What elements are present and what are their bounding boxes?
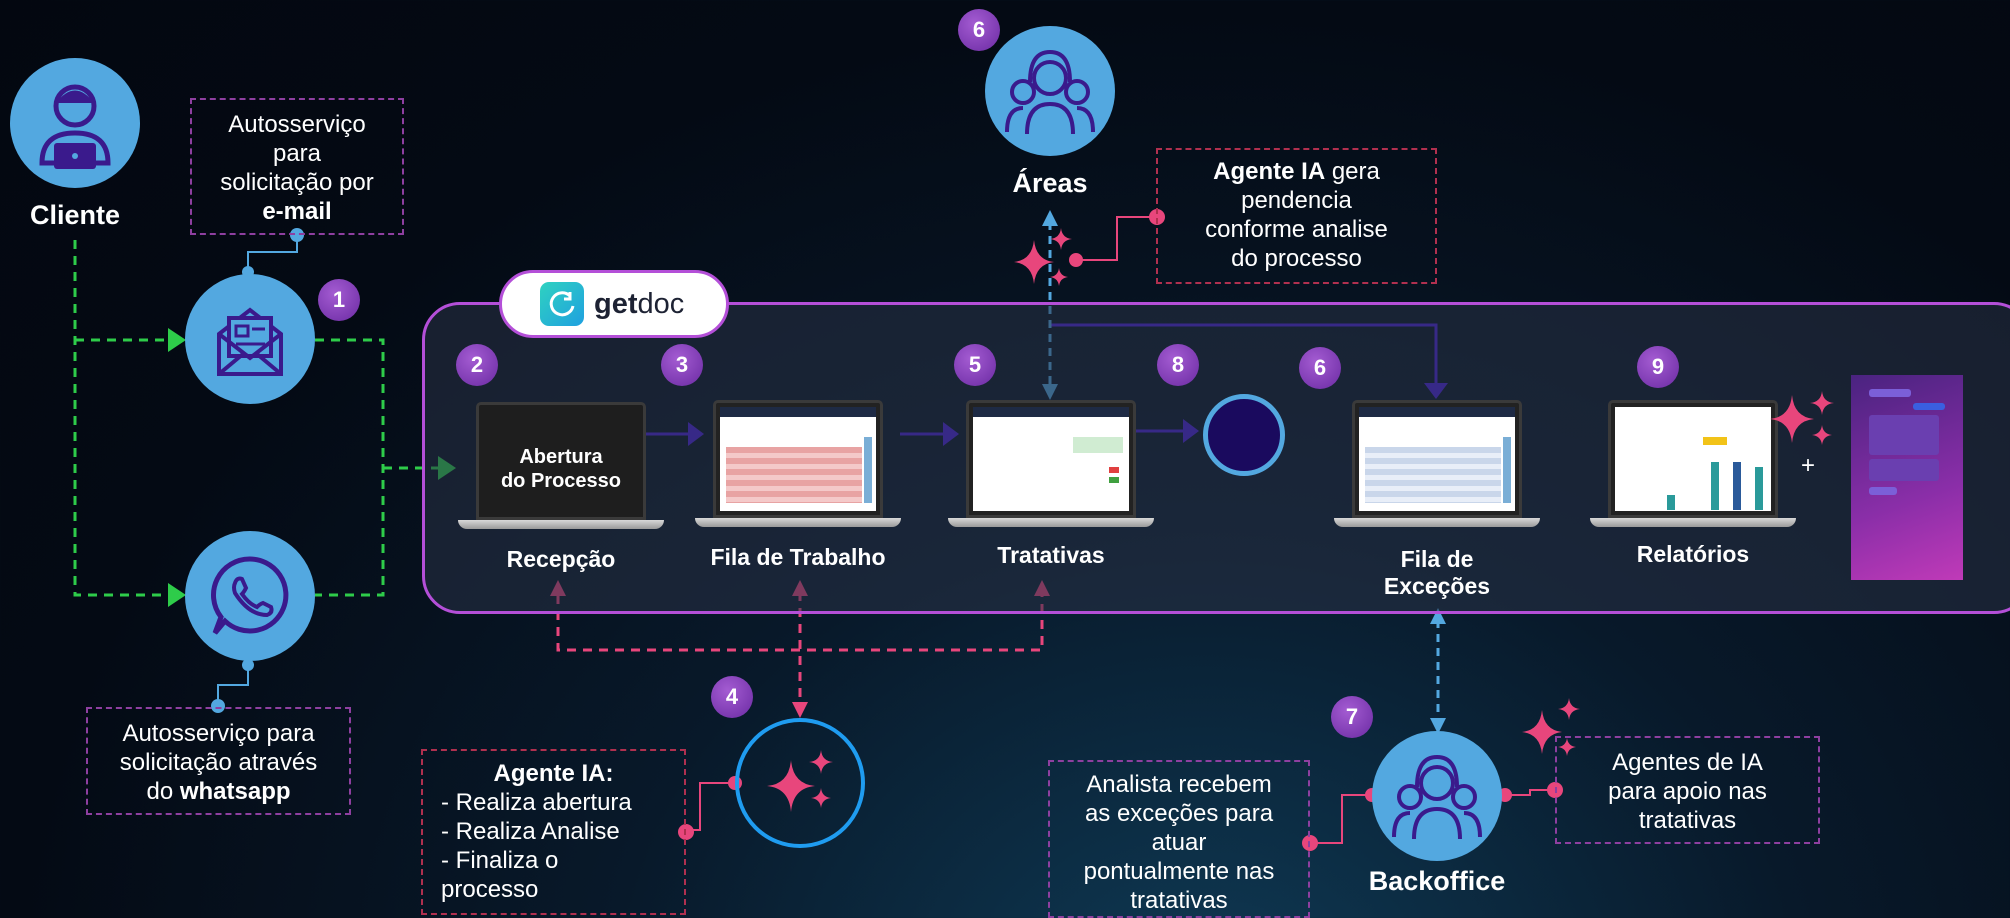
analista-line3: atuar	[1151, 829, 1207, 856]
analista-line1: Analista recebem	[1086, 771, 1272, 798]
agent-ia-note: Agente IA: - Realiza abertura - Realiza …	[421, 749, 686, 915]
step-badge-9: 9	[1637, 346, 1679, 388]
agent-ia-line4: processo	[441, 876, 539, 903]
whatsapp-note: Autosserviço para solicitação através do…	[86, 707, 351, 815]
client-avatar	[10, 58, 140, 188]
laptop-fila-excecoes	[1334, 400, 1540, 528]
whatsapp-note-line2: solicitação através	[119, 749, 318, 776]
analista-line4: pontualmente nas	[1083, 858, 1275, 885]
getdoc-brand: getdoc	[594, 287, 685, 320]
relatorios-screen	[1608, 400, 1778, 518]
analista-line2: as exceções para	[1084, 800, 1274, 827]
step-8-node	[1203, 394, 1285, 476]
fila-excecoes-screen	[1352, 400, 1522, 518]
agent-ia-line3: - Finaliza o	[441, 847, 559, 874]
analista-line5: tratativas	[1130, 887, 1228, 914]
areas-avatar	[985, 26, 1115, 156]
sparkle-icon	[1770, 391, 1834, 445]
agentes-note: Agentes de IA para apoio nas tratativas	[1555, 736, 1820, 844]
step-badge-5: 5	[954, 344, 996, 386]
whatsapp-channel	[185, 531, 315, 661]
people-group-icon	[1392, 754, 1482, 840]
step-badge-1: 1	[318, 279, 360, 321]
person-laptop-icon	[39, 84, 111, 169]
laptop-base	[1590, 518, 1796, 527]
abertura-screen: Abertura do Processo	[476, 402, 646, 520]
step-badge-6a: 6	[958, 9, 1000, 51]
green-flow-lines	[73, 240, 440, 597]
sparkle-icon	[1522, 698, 1580, 756]
areas-label: Áreas	[1012, 168, 1088, 198]
stage-fila-trabalho-label: Fila de Trabalho	[710, 544, 886, 570]
fila-trabalho-screen	[713, 400, 883, 518]
stage-tratativas-label: Tratativas	[997, 542, 1105, 568]
agent-pendencia-line4: do processo	[1231, 245, 1362, 272]
laptop-base	[948, 518, 1154, 527]
agent-ia-title: Agente IA:	[493, 760, 614, 787]
client-label: Cliente	[29, 200, 121, 230]
laptop-tratativas	[948, 400, 1154, 528]
whatsapp-note-line1: Autosserviço para	[122, 720, 315, 747]
blue-dashed-lines	[1048, 222, 1440, 720]
people-group-icon	[1005, 49, 1095, 135]
email-note-line4: e-mail	[262, 198, 332, 225]
whatsapp-note-line3: do whatsapp	[146, 778, 291, 805]
agentes-line2: para apoio nas	[1608, 778, 1767, 805]
getdoc-logo: getdoc	[499, 270, 729, 338]
step-badge-8: 8	[1157, 344, 1199, 386]
note-connectors	[217, 235, 298, 706]
backoffice-label: Backoffice	[1368, 866, 1506, 896]
getdoc-logo-icon	[540, 282, 584, 326]
agent-ia-line2: - Realiza Analise	[441, 818, 620, 845]
email-note-line2: para	[272, 140, 322, 167]
stage-relatorios-label: Relatórios	[1636, 541, 1750, 567]
plus-sign: +	[1801, 452, 1816, 479]
step-badge-3: 3	[661, 344, 703, 386]
agent-ia-line1: - Realiza abertura	[441, 789, 632, 816]
tratativas-screen	[966, 400, 1136, 518]
email-note-line3: solicitação por	[220, 169, 374, 196]
stage-fila-excecoes-label: Fila de Exceções	[1383, 546, 1491, 599]
laptop-relatorios	[1590, 400, 1796, 528]
agent-pendencia-note: Agente IA gera pendencia conforme analis…	[1156, 148, 1437, 284]
envelope-icon	[217, 307, 283, 376]
analista-note: Analista recebem as exceções para atuar …	[1048, 760, 1310, 918]
laptop-abertura: Abertura do Processo	[458, 402, 664, 530]
laptop-base	[1334, 518, 1540, 527]
sparkle-icon	[767, 750, 833, 812]
laptop-base	[458, 520, 664, 529]
laptop-fila-trabalho	[695, 400, 901, 528]
agentes-line3: tratativas	[1638, 807, 1737, 834]
email-note-line1: Autosserviço	[228, 111, 366, 138]
laptop-base	[695, 518, 901, 527]
agent-pendencia-line1: Agente IA gera	[1213, 158, 1380, 185]
step-badge-7: 7	[1331, 696, 1373, 738]
step-badge-2: 2	[456, 344, 498, 386]
whatsapp-icon	[210, 556, 289, 635]
email-note: Autosserviço para solicitação por e-mail	[190, 98, 404, 235]
email-channel	[185, 274, 315, 404]
step-badge-4: 4	[711, 676, 753, 718]
step-badge-6b: 6	[1299, 347, 1341, 389]
agent-pendencia-line3: conforme analise	[1205, 216, 1388, 243]
agent-ia-circle	[735, 718, 865, 848]
chat-panel-icon	[1851, 375, 1963, 580]
backoffice-avatar	[1372, 731, 1502, 861]
agent-pendencia-line2: pendencia	[1241, 187, 1352, 214]
stage-recepcao-label: Recepção	[506, 546, 616, 572]
abertura-text: Abertura do Processo	[500, 446, 622, 492]
sparkle-icon	[1014, 228, 1072, 286]
agentes-line1: Agentes de IA	[1612, 749, 1763, 776]
